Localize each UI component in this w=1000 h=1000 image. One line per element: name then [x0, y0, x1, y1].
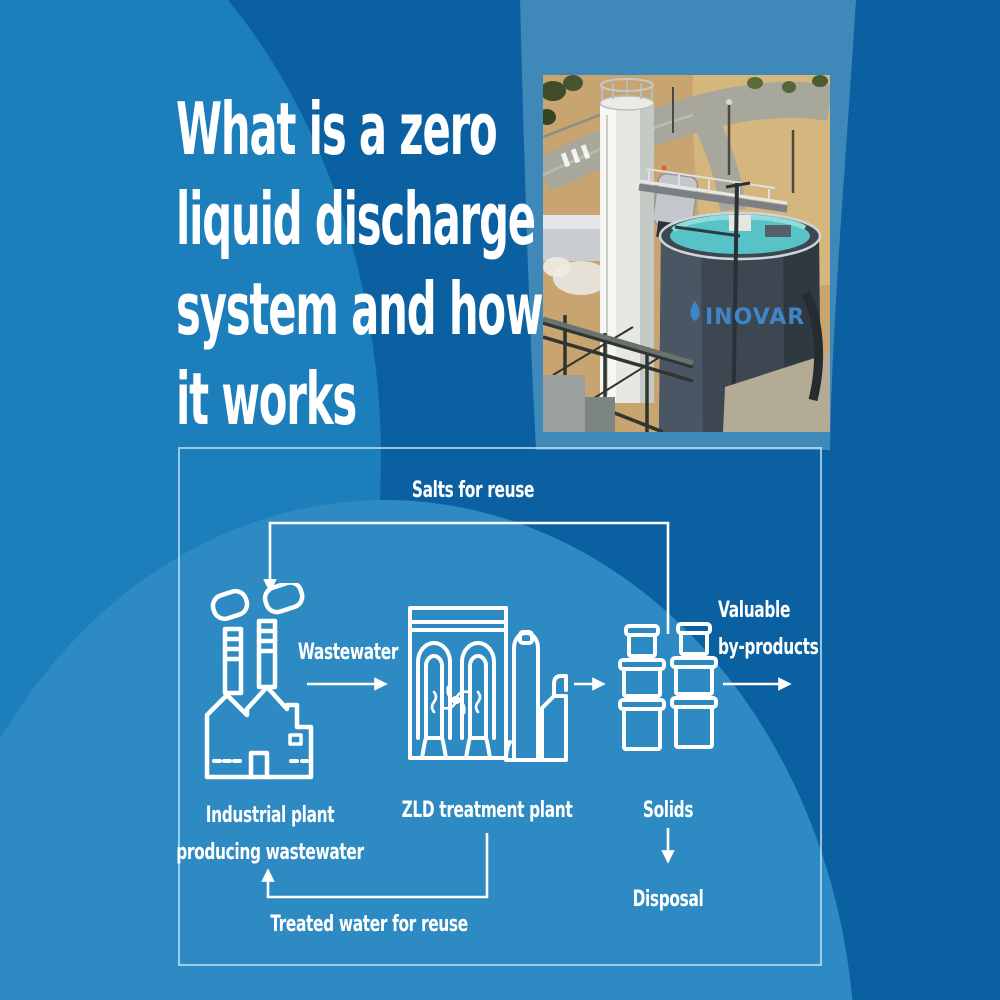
concrete-pad [723, 353, 830, 432]
treated-water-label: Treated water for reuse [270, 912, 468, 937]
catwalk [638, 168, 788, 213]
treatment-housing [408, 606, 508, 760]
title-line-1: What is a zero [176, 87, 498, 171]
zld-plant-icon [406, 602, 570, 774]
title-line-4: it works [176, 357, 357, 441]
page-title: What is a zero liquid discharge system a… [176, 84, 547, 444]
equipment-box [543, 375, 585, 432]
crosswalk [560, 144, 591, 168]
hopper-bin [540, 674, 568, 760]
street-fixtures [543, 87, 795, 193]
solids-stack-right [670, 622, 718, 749]
solids-label: Solids [642, 798, 694, 823]
wastewater-label: Wastewater [297, 640, 399, 665]
smoke-puff-left [210, 588, 250, 622]
fan-icon [441, 685, 471, 715]
zld-treatment-plant-label: ZLD treatment plant [401, 798, 573, 823]
housing-top-band [408, 620, 508, 632]
inovar-logo: INOVAR [690, 301, 805, 330]
gas-cylinder [512, 630, 540, 760]
solids-containers-icon [616, 622, 720, 766]
flow-diagram-frame [178, 447, 822, 966]
plant-photo-illustration: INOVAR [543, 75, 830, 432]
steam-plume-small [543, 257, 571, 277]
pipe-rail [543, 316, 694, 366]
chimneys [222, 618, 278, 696]
treatment-vessel-right [460, 641, 496, 760]
valuable-byproducts-label: Valuable by-products [718, 598, 819, 660]
equipment-box-small [585, 397, 615, 432]
inovar-logo-text: INOVAR [705, 305, 805, 330]
industrial-plant-label: Industrial plant producing wastewater [176, 803, 364, 865]
disposal-label: Disposal [632, 887, 704, 912]
factory-door [248, 750, 270, 780]
industrial-plant-icon [203, 580, 315, 781]
factory-window-square [288, 733, 303, 746]
dark-pipe [801, 290, 824, 402]
water-drop-icon [690, 301, 700, 321]
treatment-vessel-left [416, 641, 452, 760]
solids-stack-left [618, 624, 666, 751]
title-line-2: liquid discharge [176, 177, 536, 261]
plant-photo: INOVAR [543, 75, 830, 432]
smoke-puff-right [262, 580, 305, 615]
factory-building [204, 684, 314, 780]
water-squiggles [430, 690, 482, 714]
ground-line [504, 740, 568, 762]
title-line-3: system and how [176, 267, 544, 351]
shrubs [543, 75, 828, 125]
salts-for-reuse-label: Salts for reuse [411, 478, 535, 503]
